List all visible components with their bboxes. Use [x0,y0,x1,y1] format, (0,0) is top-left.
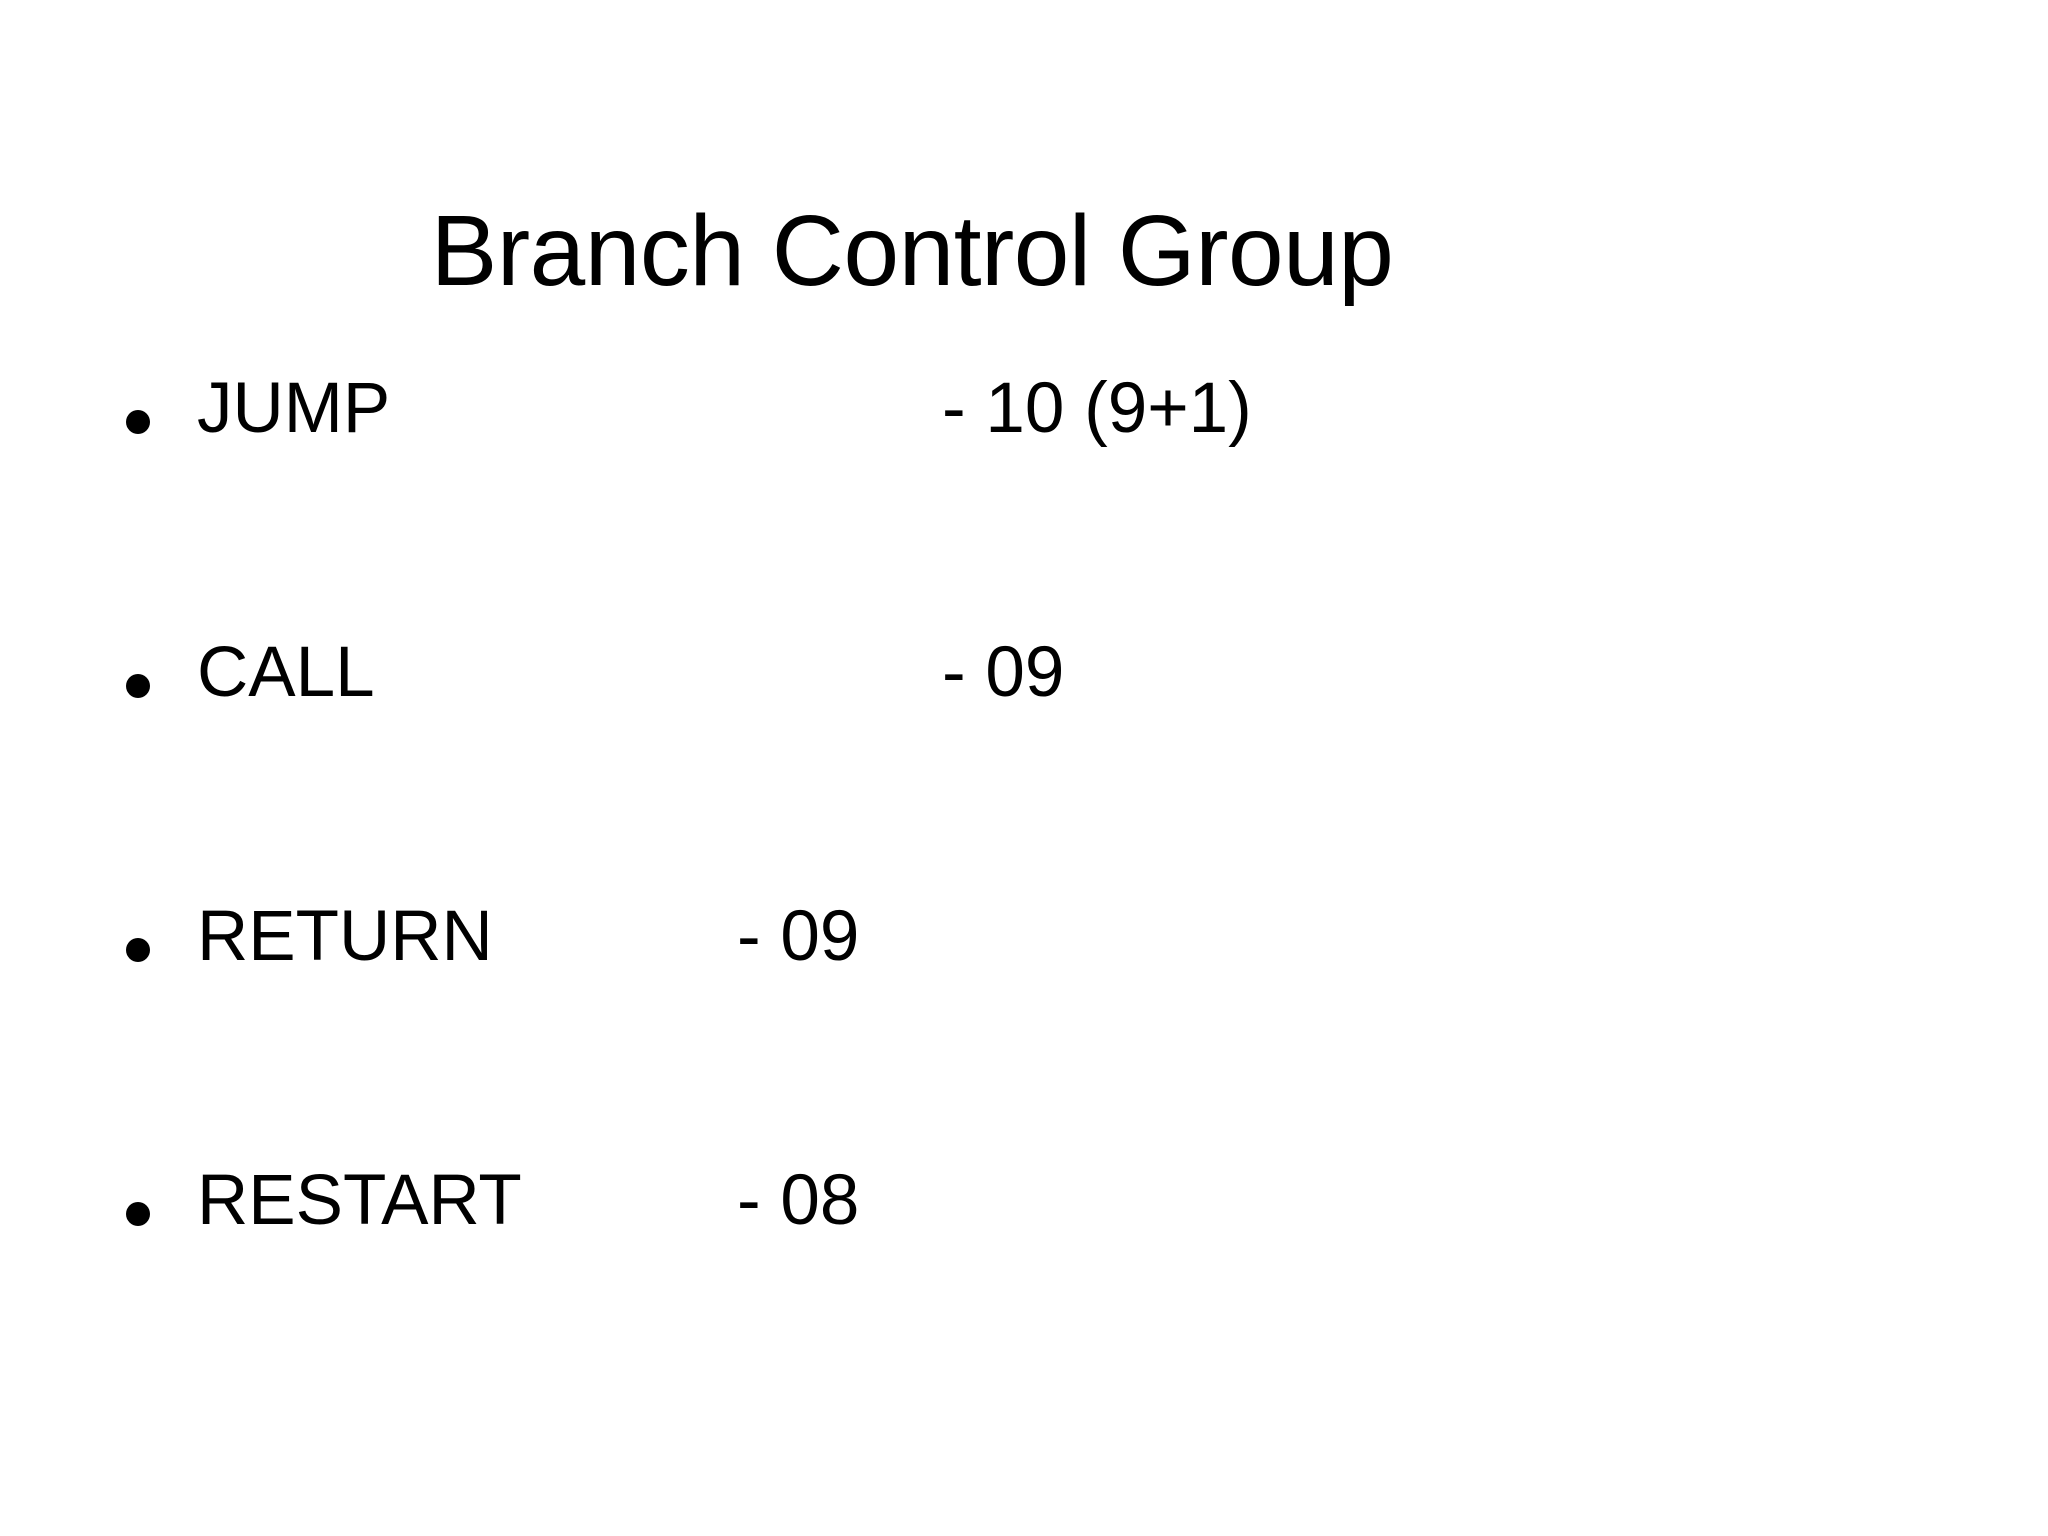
instruction-value-return: - 09 [737,897,860,976]
page-title: Branch Control Group [430,195,1394,307]
bullet-dot-icon [126,410,150,434]
bullet-dot-icon [126,1202,150,1226]
instruction-name-restart: RESTART [197,1161,522,1240]
instruction-value-call: - 09 [942,633,1065,712]
list-item[interactable]: RESTART - 08 [0,1160,2048,1424]
list-item[interactable]: RETURN - 09 [0,896,2048,1160]
bullet-dot-icon [126,674,150,698]
list-item[interactable]: JUMP - 10 (9+1) [0,368,2048,632]
bullet-list: JUMP - 10 (9+1) CALL - 09 RETURN - 09 RE… [0,368,2048,1424]
instruction-name-jump: JUMP [197,369,391,448]
list-item[interactable]: CALL - 09 [0,632,2048,896]
bullet-dot-icon [126,938,150,962]
instruction-name-return: RETURN [197,897,493,976]
instruction-name-call: CALL [197,633,375,712]
instruction-value-jump: - 10 (9+1) [942,369,1252,448]
instruction-value-restart: - 08 [737,1161,860,1240]
